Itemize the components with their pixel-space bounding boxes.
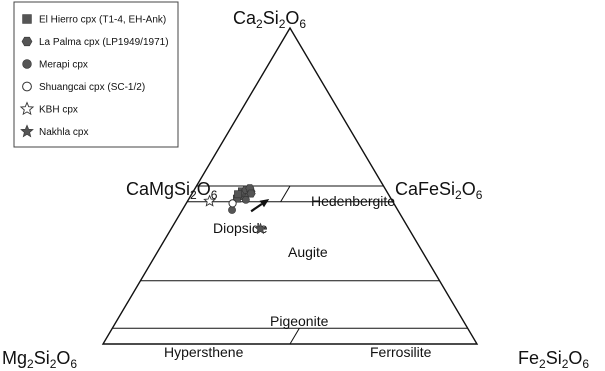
data-point-hexagon-3 (246, 189, 256, 198)
field-label-hypersthene: Hypersthene (164, 344, 244, 360)
boundary-hypersthene-ferrosilite (289, 327, 300, 345)
field-label-diopside: Diopside (213, 220, 268, 236)
data-point-circle-0 (241, 196, 250, 204)
legend: El Hierro cpx (T1-4, EH-Ank) La Palma cpx… (13, 1, 179, 148)
trend-arrow-head (259, 199, 270, 208)
data-point-open-star-0 (203, 194, 217, 207)
trend-arrow-shaft (250, 203, 263, 213)
vertex-label-right: Fe2Si2O6 (518, 348, 589, 371)
legend-label: Nakhla cpx (39, 127, 88, 138)
legend-label: El Hierro cpx (T1-4, EH-Ank) (39, 15, 166, 26)
data-point-open-circle-0 (228, 199, 237, 208)
field-label-pigeonite: Pigeonite (270, 313, 329, 329)
boundary-diopside-hedenbergite (280, 185, 291, 203)
data-point-square-4 (234, 190, 242, 199)
legend-marker-hexagon (21, 36, 33, 47)
legend-label: Merapi cpx (39, 60, 88, 71)
legend-marker-open-circle (22, 81, 32, 92)
field-label-augite: Augite (288, 244, 328, 260)
vertex-label-left: Mg2Si2O6 (2, 348, 77, 371)
field-label-hedenbergite: Hedenbergite (311, 193, 395, 209)
field-label-ferrosilite: Ferrosilite (370, 344, 432, 360)
data-point-circle-1 (228, 206, 236, 214)
legend-marker-star (20, 124, 34, 138)
endmember-label-camgsi2o6: CaMgSi2O6 (126, 179, 218, 202)
legend-label: KBH cpx (39, 105, 78, 116)
data-points (203, 184, 267, 235)
legend-label: Shuangcai cpx (SC-1/2) (39, 82, 145, 93)
legend-label: La Palma cpx (LP1949/1971) (39, 37, 169, 48)
trend-arrow (250, 199, 270, 213)
legend-marker-circle (22, 59, 32, 69)
endmember-label-cafesi2o6: CaFeSi2O6 (395, 179, 483, 202)
vertex-label-top: Ca2Si2O6 (233, 8, 306, 31)
legend-marker-open-star (19, 101, 35, 116)
data-point-star-0 (254, 222, 267, 235)
legend-marker-square (22, 14, 32, 24)
